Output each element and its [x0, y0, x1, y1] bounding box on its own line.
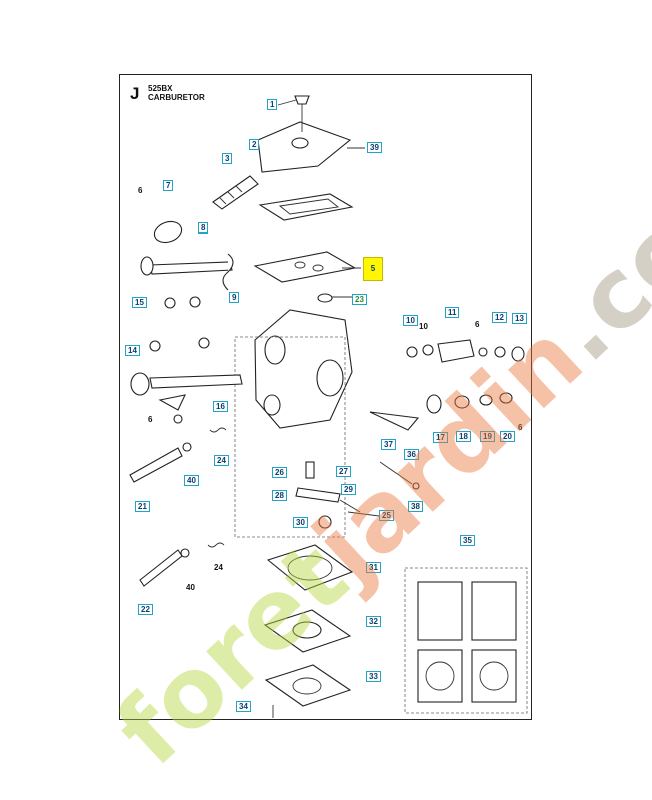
cover-plate	[257, 95, 352, 173]
choke-shaft	[140, 220, 234, 309]
inlet-valve	[295, 461, 361, 529]
callout-12: 12	[492, 312, 507, 323]
callout-35: 35	[460, 535, 475, 546]
callout-26: 26	[272, 467, 287, 478]
callout-20: 20	[500, 431, 515, 442]
section-letter: J	[130, 84, 140, 103]
callout-32: 32	[366, 616, 381, 627]
callout-30: 30	[293, 517, 308, 528]
callout-9: 9	[229, 292, 240, 303]
callout-14: 14	[125, 345, 140, 356]
callout-36: 36	[404, 449, 419, 460]
callout-6b: 6	[475, 320, 480, 329]
callout-10b: 10	[419, 322, 428, 331]
callout-28: 28	[272, 490, 287, 501]
gaskets	[253, 193, 357, 283]
callout-16: 16	[213, 401, 228, 412]
leader-lines	[277, 99, 380, 517]
callout-1: 1	[267, 99, 278, 110]
callout-7: 7	[163, 180, 174, 191]
callout-40b: 40	[186, 583, 195, 592]
callout-34: 34	[236, 701, 251, 712]
callout-40a: 40	[184, 475, 199, 486]
callout-23: 23	[352, 294, 367, 305]
callout-18: 18	[456, 431, 471, 442]
carburetor-body	[254, 293, 353, 429]
idle-screw	[212, 175, 259, 210]
callout-22: 22	[138, 604, 153, 615]
callout-6c: 6	[148, 415, 153, 424]
callout-17: 17	[433, 432, 448, 443]
callout-8: 8	[198, 222, 209, 233]
callout-6d: 6	[518, 423, 523, 432]
callout-10: 10	[403, 315, 418, 326]
callout-15: 15	[132, 297, 147, 308]
callout-19: 19	[480, 431, 495, 442]
pump-assembly	[369, 339, 525, 490]
callout-6a: 6	[138, 186, 143, 195]
callout-24a: 24	[214, 455, 229, 466]
callout-29: 29	[341, 484, 356, 495]
diaphragm-stack	[263, 544, 354, 718]
adjust-needles	[129, 427, 227, 587]
callout-37: 37	[381, 439, 396, 450]
diagram-frame	[119, 74, 532, 720]
callout-21: 21	[135, 501, 150, 512]
gasket-kit	[404, 567, 528, 714]
callout-27: 27	[336, 466, 351, 477]
diagram-title: CARBURETOR	[148, 93, 205, 102]
model-label: 525BX	[148, 84, 173, 93]
callout-2: 2	[249, 139, 260, 150]
callout-31: 31	[366, 562, 381, 573]
callout-33: 33	[366, 671, 381, 682]
callout-3: 3	[222, 153, 233, 164]
callout-11: 11	[445, 307, 460, 318]
callout-39: 39	[367, 142, 382, 153]
callout-24b: 24	[214, 563, 223, 572]
callout-13: 13	[512, 313, 527, 324]
callout-5-highlighted[interactable]: 5	[363, 257, 383, 281]
throttle-shaft	[130, 337, 243, 424]
callout-38: 38	[408, 501, 423, 512]
callout-25: 25	[379, 510, 394, 521]
